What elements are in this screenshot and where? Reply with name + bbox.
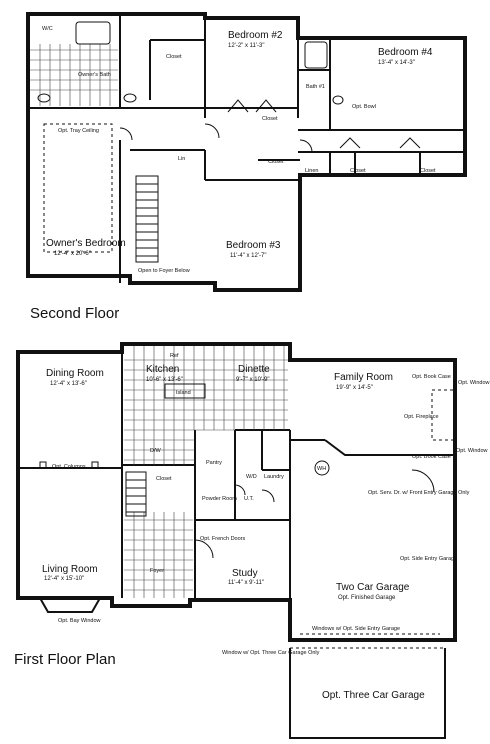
living-name: Living Room	[42, 564, 98, 575]
three-car-garage-wall	[289, 648, 446, 739]
three-car-garage-outline	[289, 647, 446, 739]
owners-bath-label: Owner's Bath	[78, 72, 111, 78]
kitchen-dim: 10'-6" x 13'-6"	[146, 377, 183, 383]
wd-label: W/D	[246, 474, 257, 480]
first-floor-title: First Floor Plan	[14, 651, 116, 668]
bedroom2-closet-label: Closet	[262, 116, 278, 122]
kitchen-name: Kitchen	[146, 364, 179, 375]
wh-label: WH	[317, 466, 326, 472]
linen-a-label: Lin	[178, 156, 185, 162]
study-dim: 11'-4" x 9'-11"	[228, 580, 264, 586]
bedroom4-closet-a-label: Closet	[350, 168, 366, 174]
living-dim: 12'-4" x 15'-10"	[44, 576, 84, 582]
owners-closet-label: Closet	[166, 54, 182, 60]
opt-window-2-label: Opt. Window	[456, 448, 488, 454]
opt-columns-label: Opt. Columns	[52, 464, 86, 470]
linen-b-label: Linen	[305, 168, 318, 174]
garage-dim: Opt. Finished Garage	[338, 595, 396, 601]
island-label: Island	[176, 390, 191, 396]
study-name: Study	[232, 568, 258, 579]
column-left	[39, 461, 47, 469]
first-floor-doors	[194, 469, 435, 559]
bedroom2-dim: 12'-2" x 11'-3"	[228, 43, 264, 49]
owners-bedroom-dim: 12'-4" x 20'-6"	[54, 251, 91, 257]
three-car-garage-name: Opt. Three Car Garage	[322, 690, 425, 701]
dw-label: D/W	[150, 448, 162, 454]
bath1-tub	[304, 41, 328, 69]
kitchen-tile-grid	[124, 346, 288, 465]
bedroom3-name: Bedroom #3	[226, 240, 281, 251]
first-floor-plan: Dining Room 12'-4" x 13'-6" Kitchen 10'-…	[16, 342, 490, 739]
laundry-label: Laundry	[264, 474, 284, 480]
opt-book-case-2-label: Opt. Book Case	[412, 454, 451, 460]
first-floor-stair	[125, 471, 147, 517]
water-heater-symbol	[314, 460, 330, 476]
second-floor-plan: W/C Owner's Bath Closet Bedroom #2 12'-2…	[26, 12, 467, 292]
opt-bowl-label: Opt. Bowl	[352, 104, 376, 110]
owners-sink-2	[123, 93, 137, 103]
foyer-tile-grid	[124, 512, 193, 598]
second-floor-doors	[119, 99, 421, 153]
kitchen-island	[164, 383, 206, 399]
pantry-label: Pantry	[206, 460, 222, 466]
bath1-label: Bath #1	[306, 84, 325, 90]
open-foyer-label: Open to Foyer Below	[138, 268, 190, 274]
tray-ceiling-outline	[43, 123, 113, 253]
bedroom4-closet-b-label: Closet	[420, 168, 436, 174]
opt-window-1-label: Opt. Window	[458, 380, 490, 386]
second-floor-exterior-wall	[26, 12, 467, 292]
opt-bay-window-label: Opt. Bay Window	[58, 618, 101, 624]
dinette-name: Dinette	[238, 364, 270, 375]
tray-ceiling-label: Opt. Tray Ceiling	[58, 128, 99, 134]
bath1-sink	[332, 95, 344, 105]
opt-side-entry-label: Opt. Side Entry Garage	[400, 556, 457, 562]
first-floor-exterior-wall	[16, 342, 457, 642]
column-right	[91, 461, 99, 469]
windows-note-label: Windows w/ Opt. Side Entry Garage	[312, 626, 400, 632]
opt-fireplace-label: Opt. Fireplace	[404, 414, 439, 420]
second-floor-interior-walls	[28, 14, 465, 283]
closet-label: Closet	[156, 476, 172, 482]
bedroom3-dim: 11'-4" x 12'-7"	[230, 253, 266, 259]
bedroom4-name: Bedroom #4	[378, 47, 433, 58]
bedroom2-name: Bedroom #2	[228, 30, 283, 41]
dinette-dim: 9'-7" x 10'-9"	[236, 377, 270, 383]
wic-label: W/C	[42, 26, 53, 32]
owners-tub	[75, 21, 111, 45]
opt-french-doors-label: Opt. French Doors	[200, 536, 245, 542]
first-floor-interior-walls	[18, 352, 455, 600]
second-floor-stair	[135, 175, 159, 263]
powder-room-label: Powder Room	[202, 496, 237, 502]
window-note-label: Window w/ Opt. Three Car Garage Only	[222, 650, 320, 656]
opt-book-case-1-label: Opt. Book Case	[412, 374, 451, 380]
owners-bedroom-name: Owner's Bedroom	[46, 238, 126, 249]
ut-label: U.T.	[244, 496, 254, 502]
second-floor-title: Second Floor	[30, 305, 119, 322]
dining-name: Dining Room	[46, 368, 104, 379]
living-bay-window	[39, 597, 101, 613]
family-dim: 19'-9" x 14'-5"	[336, 385, 373, 391]
owners-bath-tile	[30, 44, 118, 106]
foyer-label: Foyer	[150, 568, 164, 574]
ref-label: Ref	[170, 353, 179, 359]
bedroom4-dim: 13'-4" x 14'-3"	[378, 60, 415, 66]
opt-serv-dr-label: Opt. Serv. Dr. w/ Front Entry Garage Onl…	[368, 490, 470, 496]
dining-dim: 12'-4" x 13'-6"	[50, 381, 87, 387]
family-name: Family Room	[334, 372, 393, 383]
hall-closet-label: Closet	[268, 159, 284, 165]
garage-name: Two Car Garage	[336, 582, 410, 593]
